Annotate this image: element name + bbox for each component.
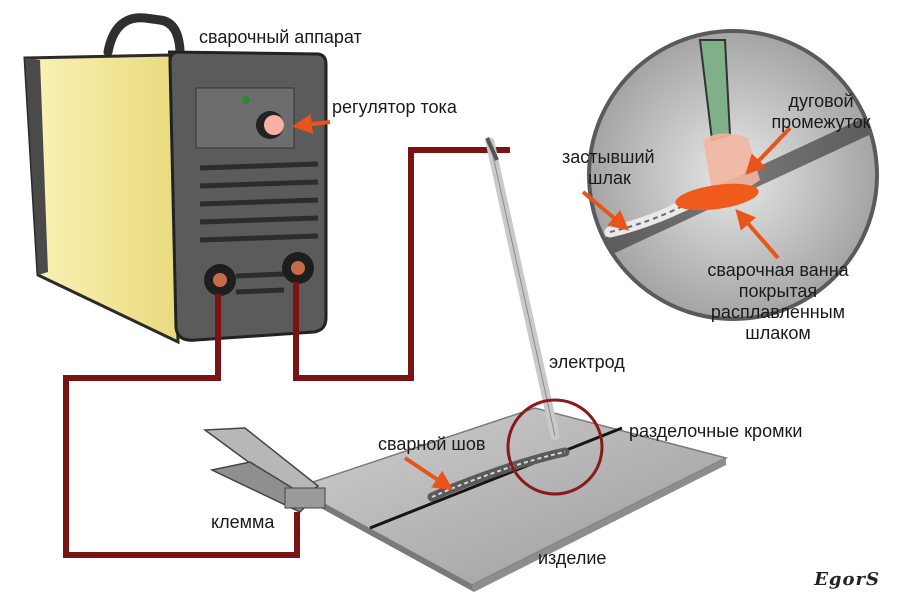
label-electrode: электрод bbox=[549, 352, 625, 372]
vent-slots bbox=[199, 161, 319, 295]
electrode-cable bbox=[293, 147, 510, 381]
label-weld-pool: сварочная ванна покрытая расплавленным ш… bbox=[693, 260, 863, 344]
label-weld-pool-line4: шлаком bbox=[745, 323, 811, 343]
label-solid-slag-line1: застывший bbox=[562, 147, 655, 167]
arrow-solid-slag bbox=[581, 190, 630, 231]
clamp-device bbox=[202, 427, 326, 513]
arc-glow bbox=[703, 133, 760, 192]
current-regulator-knob[interactable] bbox=[256, 111, 284, 139]
ground-cable bbox=[63, 294, 300, 558]
machine-side-body bbox=[23, 53, 180, 345]
zoom-inset bbox=[587, 29, 879, 321]
signature: EgorS bbox=[814, 569, 880, 590]
machine-handle bbox=[103, 13, 185, 57]
terminal-right[interactable] bbox=[282, 252, 314, 284]
label-weld-pool-line3: расплавленным bbox=[710, 302, 846, 322]
label-weld-seam: сварной шов bbox=[378, 434, 486, 454]
label-arc-gap-line2: промежуток bbox=[771, 112, 871, 132]
groove-line bbox=[369, 426, 623, 530]
label-weld-pool-line1: сварочная ванна bbox=[707, 260, 849, 280]
label-current-regulator: регулятор тока bbox=[332, 97, 457, 117]
label-arc-gap: дуговой промежуток bbox=[756, 91, 886, 133]
label-solid-slag: застывший шлак bbox=[562, 147, 672, 189]
label-workpiece: изделие bbox=[538, 548, 607, 568]
arrow-arc-gap bbox=[745, 126, 792, 175]
label-solid-slag-line2: шлак bbox=[588, 168, 631, 188]
zoom-area-marker bbox=[506, 398, 604, 496]
electrode-rod bbox=[485, 137, 560, 441]
arrow-current-regulator bbox=[292, 114, 331, 135]
arrow-weld-seam bbox=[403, 456, 454, 491]
indicator-lamp bbox=[242, 96, 250, 104]
arrow-weld-pool bbox=[735, 208, 780, 260]
pointer-arrows bbox=[292, 114, 792, 491]
terminal-left[interactable] bbox=[204, 264, 236, 296]
label-weld-pool-line2: покрытая bbox=[738, 281, 818, 301]
label-arc-gap-line1: дуговой bbox=[788, 91, 854, 111]
cables bbox=[63, 147, 510, 558]
welding-machine bbox=[23, 13, 328, 345]
weld-pool bbox=[675, 183, 759, 211]
label-clamp: клемма bbox=[211, 512, 275, 532]
label-welding-machine: сварочный аппарат bbox=[199, 27, 362, 47]
label-groove-edges: разделочные кромки bbox=[629, 421, 803, 441]
